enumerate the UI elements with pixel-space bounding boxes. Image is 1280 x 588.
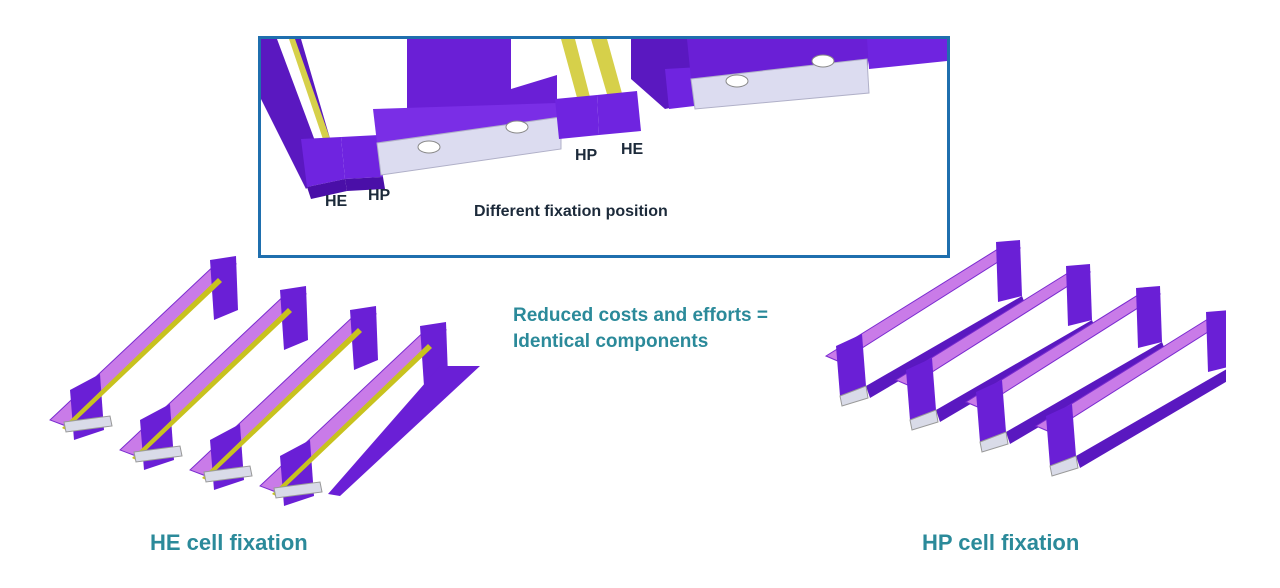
he-frame-4	[259, 322, 480, 506]
he-frame-1	[49, 256, 238, 440]
detail-label-hp-right: HP	[575, 147, 598, 164]
he-frame-3	[189, 306, 378, 490]
hp-fixation-assembly	[806, 236, 1226, 486]
hp-frame-3	[964, 286, 1166, 453]
hp-caption: HP cell fixation	[922, 530, 1080, 555]
hp-frame-4	[1034, 310, 1226, 477]
detail-caption: Different fixation position	[474, 203, 668, 220]
cost-note: Reduced costs and efforts = Identical co…	[513, 303, 768, 355]
detail-inset-frame: HE HP HP HE Different fixation position	[258, 36, 950, 258]
detail-label-hp-left: HP	[368, 187, 391, 204]
fixation-detail-drawing	[261, 39, 947, 199]
he-fixation-assembly	[40, 250, 490, 510]
hp-frame-1	[824, 240, 1026, 407]
detail-label-he-left: HE	[325, 193, 348, 210]
cost-note-line2: Identical components	[513, 331, 709, 352]
cost-note-line1: Reduced costs and efforts =	[513, 305, 768, 326]
he-frame-2	[119, 286, 308, 470]
detail-label-he-right: HE	[621, 141, 644, 158]
he-caption: HE cell fixation	[150, 530, 308, 555]
